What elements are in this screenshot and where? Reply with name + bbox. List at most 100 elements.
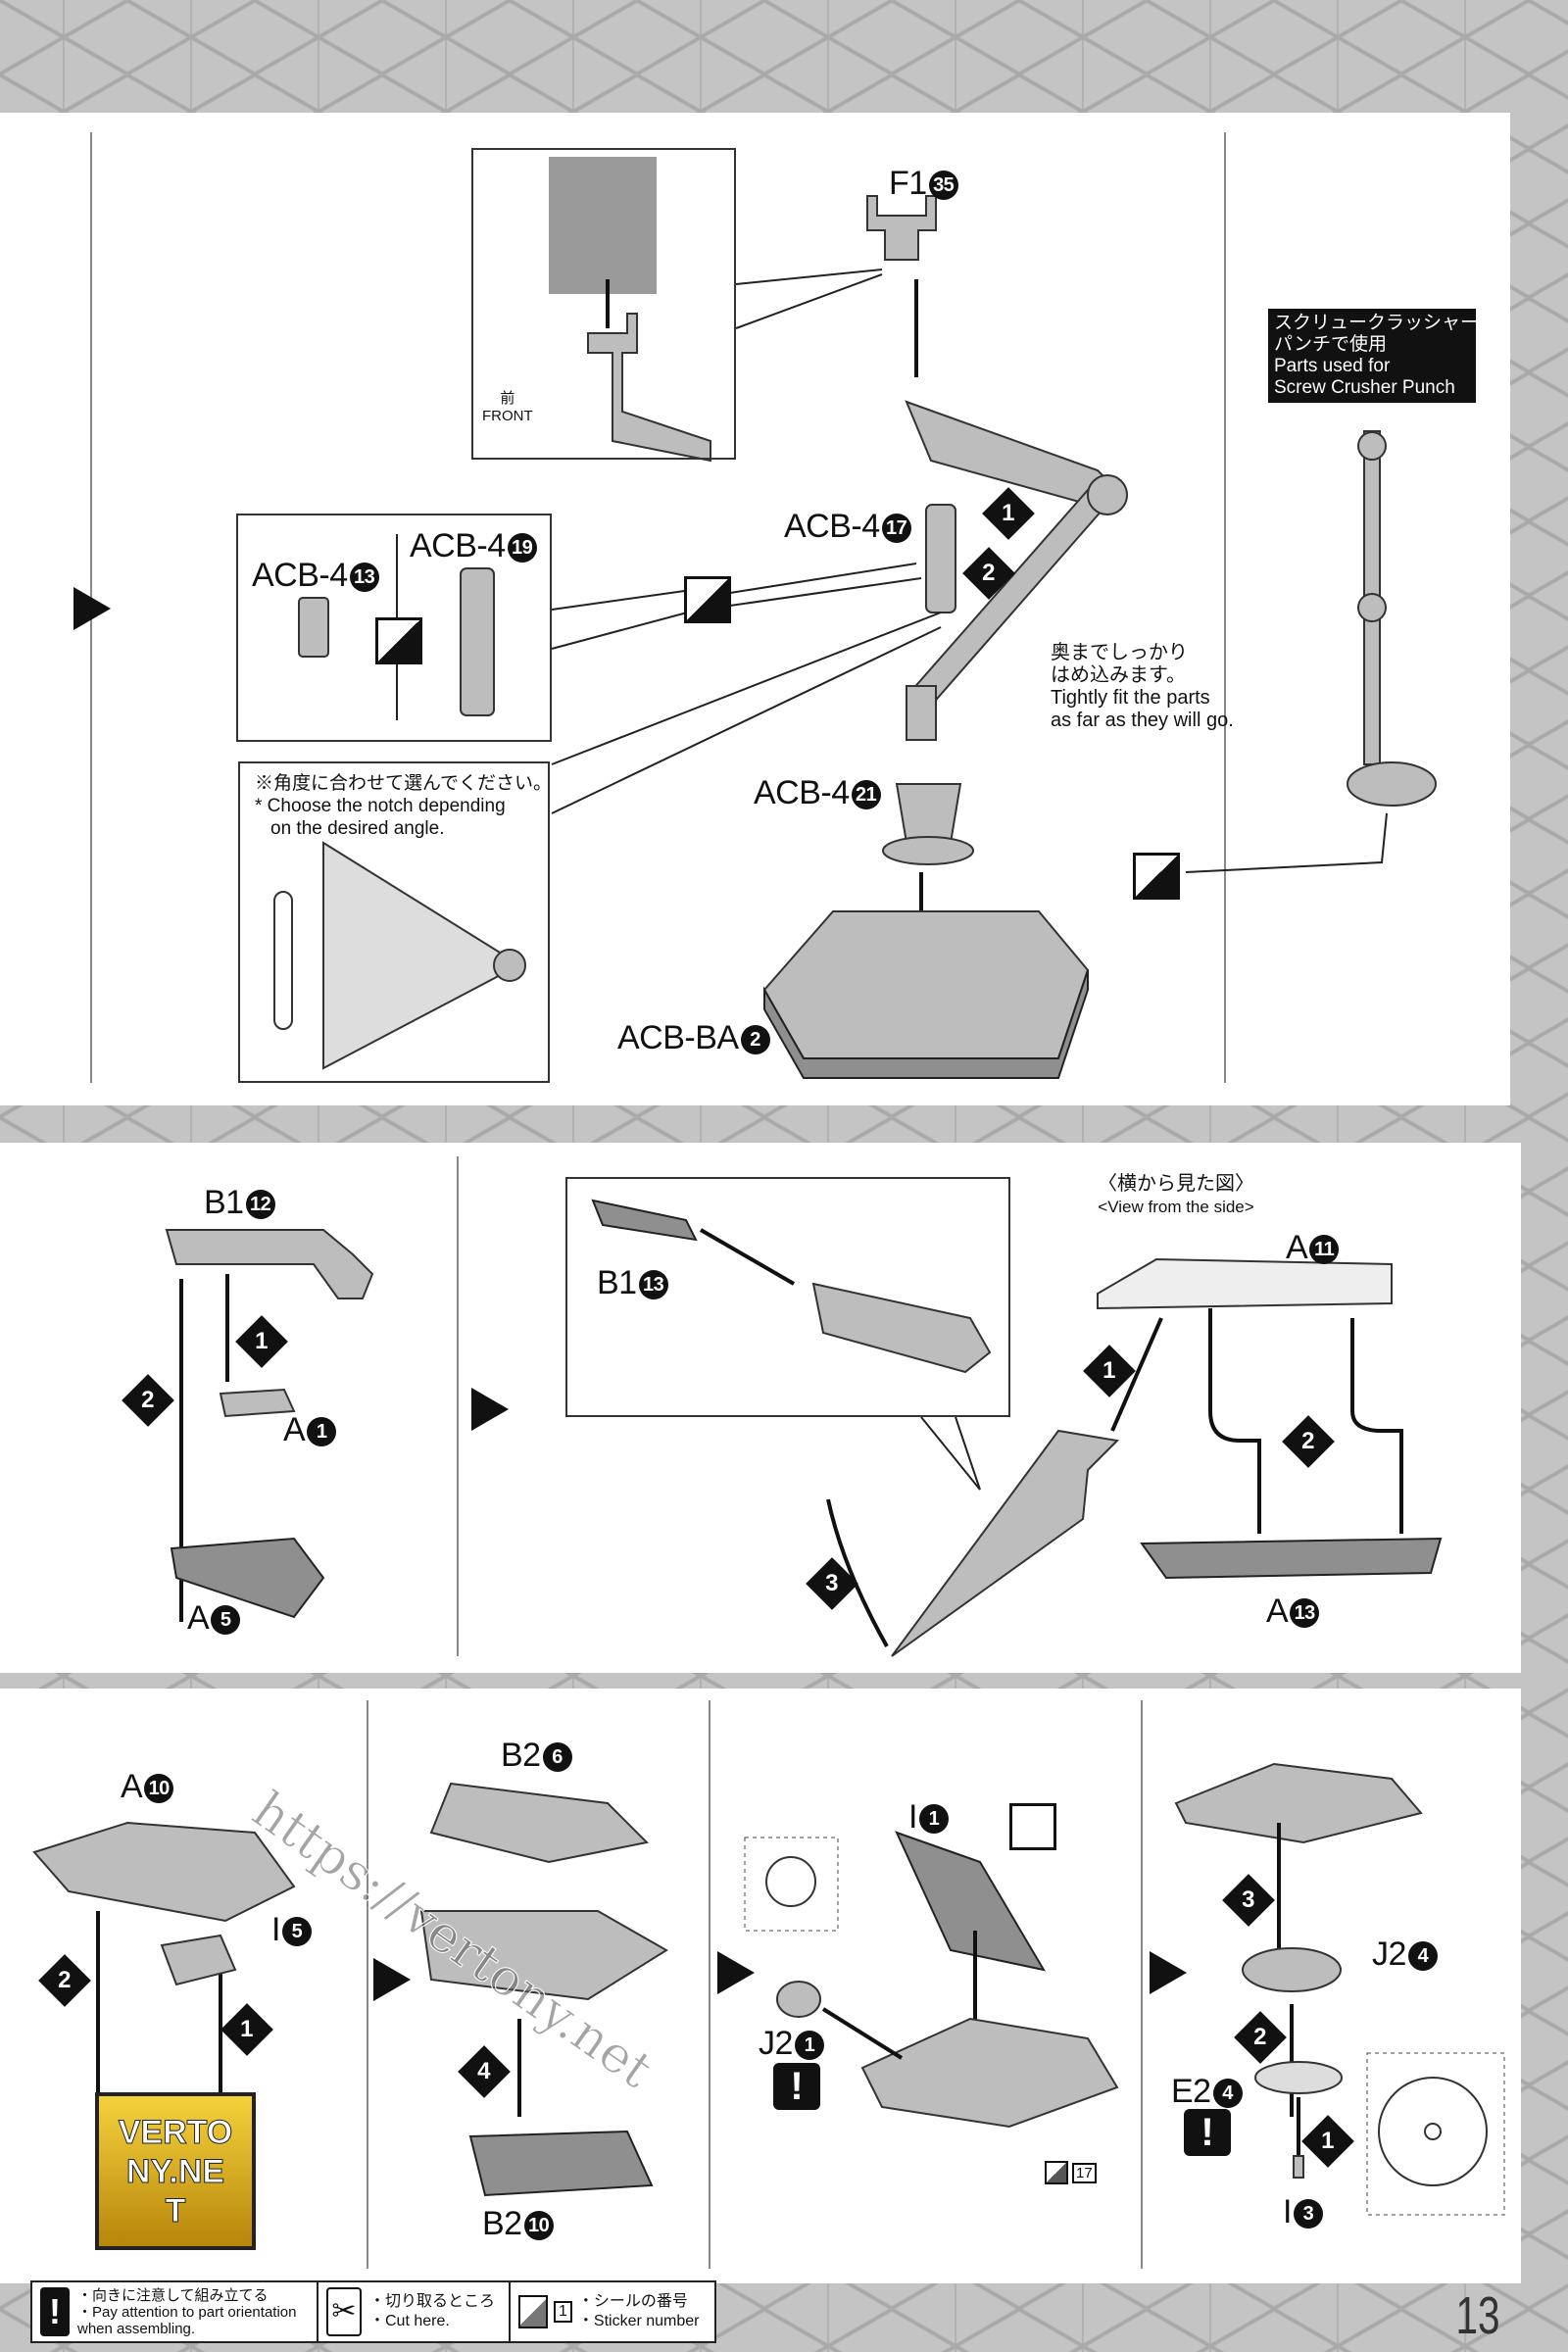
part-number: 1: [794, 2031, 824, 2061]
sticker-number: 17: [1072, 2162, 1097, 2183]
note-en: as far as they will go.: [1051, 710, 1234, 731]
step-number: 2: [141, 1386, 155, 1413]
divider: [457, 1156, 459, 1656]
front-label: 前 FRONT: [482, 390, 533, 425]
divider: [367, 1700, 368, 2269]
logo-text: VERTONY.NET: [118, 2113, 233, 2230]
acb4-17-part: [925, 504, 956, 613]
divider: [1224, 132, 1226, 1083]
front-reference-inset: [471, 148, 736, 460]
side-view-en: <View from the side>: [1098, 1198, 1254, 1216]
j2-4-part: [1242, 1947, 1342, 1992]
note-en: Tightly fit the parts: [1051, 687, 1210, 709]
legend-en: when assembling.: [77, 2320, 196, 2337]
next-step-arrow-icon: [1150, 1951, 1187, 1994]
attention-icon: !: [1184, 2109, 1231, 2156]
part-number: 2: [740, 1025, 770, 1055]
part-number: 5: [281, 1917, 312, 1947]
step-number: 1: [240, 2015, 254, 2042]
part-number: 21: [851, 780, 881, 810]
part-number: 4: [1407, 1941, 1438, 1972]
attention-icon: !: [773, 2063, 820, 2110]
part-number: 4: [1212, 2079, 1243, 2109]
part-number: 13: [349, 563, 379, 593]
part-code: ACB-4: [252, 557, 348, 594]
step-number: 2: [58, 1966, 72, 1993]
part-code: I: [271, 1911, 280, 1948]
part-code: ACB-4: [410, 527, 506, 564]
legend-jp: ・向きに注意して組み立てる: [77, 2286, 269, 2304]
note-jp: ※角度に合わせて選んでください。: [255, 773, 553, 794]
part-code: I: [1283, 2193, 1292, 2230]
legend-en: ・Sticker number: [577, 2313, 700, 2329]
step-number: 3: [1242, 1886, 1255, 1913]
hull-part: [860, 2017, 1119, 2129]
attention-icon: !: [40, 2287, 70, 2336]
f1-holder-part: [866, 195, 937, 261]
note-en: on the desired angle.: [270, 818, 445, 839]
parts-used-en: Screw Crusher Punch: [1274, 377, 1455, 398]
step-number: 1: [1102, 1356, 1116, 1384]
step-number: 1: [255, 1327, 269, 1354]
legend-sticker: 1 ・シールの番号 ・Sticker number: [511, 2282, 708, 2341]
b1-13-part: [591, 1199, 698, 1242]
step-number: 2: [982, 559, 996, 586]
cut-mark-icon: [1133, 853, 1180, 900]
legend-attention-text: ・向きに注意して組み立てる ・Pay attention to part ori…: [77, 2287, 296, 2337]
sticker-icon: [1045, 2161, 1068, 2184]
sticker-number-sample: 1: [554, 2301, 572, 2323]
fit-tightly-note: 奥までしっかり はめ込みます。 Tightly fit the parts as…: [1051, 642, 1234, 732]
step-number: 4: [477, 2057, 491, 2084]
a5-part: [170, 1537, 325, 1619]
legend-en: ・Cut here.: [369, 2313, 450, 2329]
part-number: 5: [211, 1605, 241, 1636]
next-step-arrow-icon: [74, 587, 111, 630]
divider: [1141, 1700, 1143, 2269]
note-en: * Choose the notch depending: [255, 796, 506, 816]
part-code: A: [1266, 1592, 1289, 1630]
legend-bar: ! ・向きに注意して組み立てる ・Pay attention to part o…: [30, 2280, 716, 2343]
part-number: 3: [1293, 2199, 1323, 2230]
part-code: A: [187, 1599, 210, 1637]
parts-used-jp: パンチで使用: [1274, 334, 1387, 355]
step-number: 2: [1253, 2023, 1267, 2050]
i5-part: [160, 1934, 237, 1986]
a11-part: [1097, 1257, 1393, 1310]
part-code: ACB-4: [784, 508, 880, 545]
part-code: I: [908, 1798, 917, 1836]
notch-note: ※角度に合わせて選んでください。 * Choose the notch depe…: [255, 772, 552, 840]
a1-part: [219, 1388, 296, 1418]
part-number: 10: [523, 2211, 554, 2241]
part-number: 1: [918, 1804, 949, 1835]
next-step-arrow-icon: [373, 1958, 411, 2001]
blade-part: [891, 1429, 1120, 1657]
part-code: B2: [501, 1737, 541, 1774]
b1-12-part: [165, 1229, 374, 1299]
b2-6-part: [429, 1782, 650, 1864]
part-code: ACB-4: [754, 774, 850, 811]
front-jp: 前: [500, 390, 515, 407]
part-number: 19: [507, 533, 537, 564]
part-number: 6: [542, 1742, 572, 1773]
legend-jp: ・切り取るところ: [369, 2293, 496, 2310]
next-step-arrow-icon: [717, 1951, 755, 1994]
legend-en: ・Pay attention to part orientation: [77, 2303, 297, 2321]
part-code: F1: [889, 165, 927, 202]
part-number: 13: [1290, 1598, 1320, 1629]
b1-13-inset: [565, 1177, 1010, 1417]
divider: [709, 1700, 710, 2269]
side-view-jp: 〈横から見た図〉: [1098, 1173, 1254, 1195]
sticker-marker: 17: [1045, 2161, 1097, 2184]
cut-mark-icon: [684, 576, 731, 623]
parts-used-label: スクリュークラッシャー パンチで使用 Parts used for Screw …: [1268, 309, 1479, 403]
